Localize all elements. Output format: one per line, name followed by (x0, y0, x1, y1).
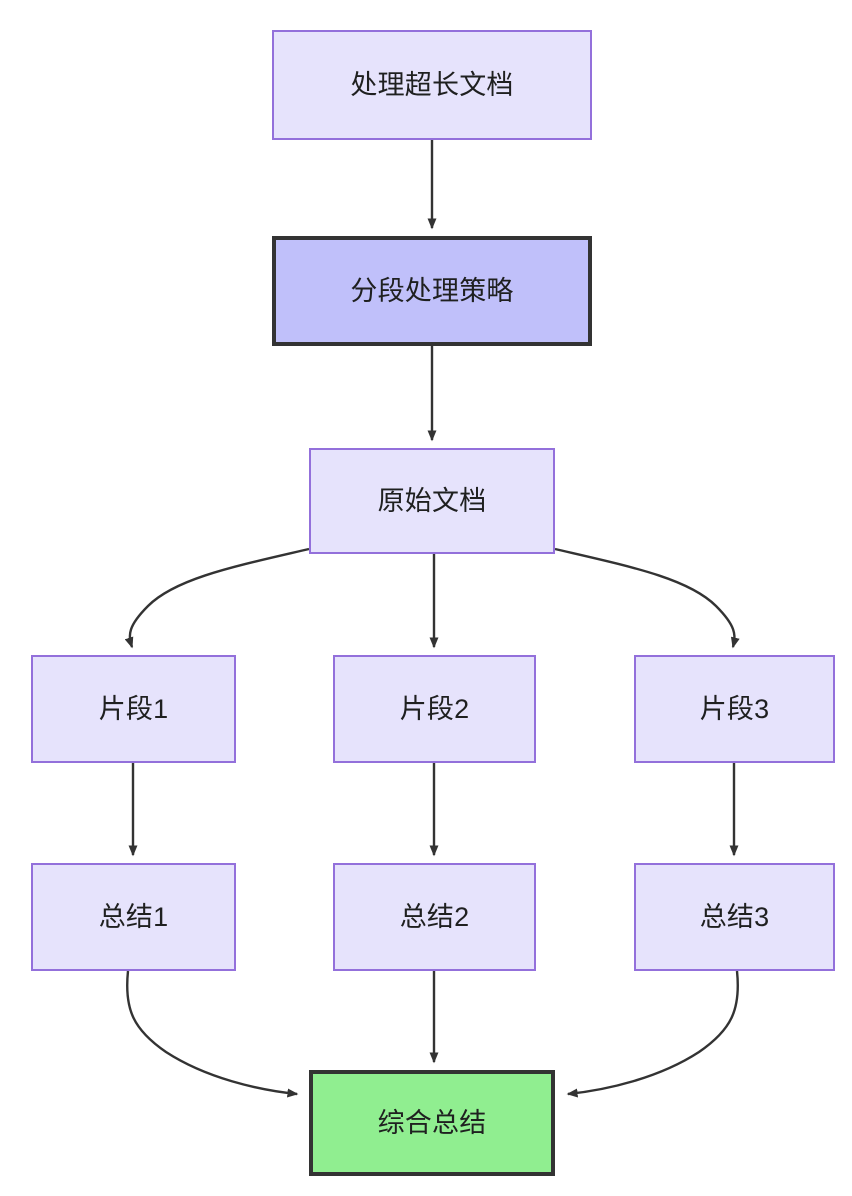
node-combined-summary[interactable]: 综合总结 (309, 1070, 555, 1176)
node-label: 综合总结 (377, 1107, 487, 1138)
node-label: 片段1 (98, 693, 169, 724)
node-process-long-document[interactable]: 处理超长文档 (272, 30, 592, 140)
node-summary-3[interactable]: 总结3 (634, 863, 835, 971)
node-summary-2[interactable]: 总结2 (333, 863, 536, 971)
node-label: 总结3 (699, 901, 770, 932)
node-fragment-3[interactable]: 片段3 (634, 655, 835, 763)
node-label: 原始文档 (377, 485, 487, 516)
node-label: 片段3 (699, 693, 770, 724)
edge-n3-n4 (124, 547, 310, 649)
edge-n7-n10 (126, 970, 299, 1098)
node-label: 片段2 (399, 693, 470, 724)
node-fragment-2[interactable]: 片段2 (333, 655, 536, 763)
node-label: 处理超长文档 (350, 69, 514, 100)
node-label: 总结1 (98, 901, 169, 932)
node-fragment-1[interactable]: 片段1 (31, 655, 236, 763)
edge-n9-n10 (566, 970, 739, 1098)
node-original-document[interactable]: 原始文档 (309, 448, 555, 554)
node-label: 总结2 (399, 901, 470, 932)
edge-n3-n6 (554, 547, 740, 649)
node-summary-1[interactable]: 总结1 (31, 863, 236, 971)
node-chunking-strategy[interactable]: 分段处理策略 (272, 236, 592, 346)
node-label: 分段处理策略 (350, 275, 514, 306)
